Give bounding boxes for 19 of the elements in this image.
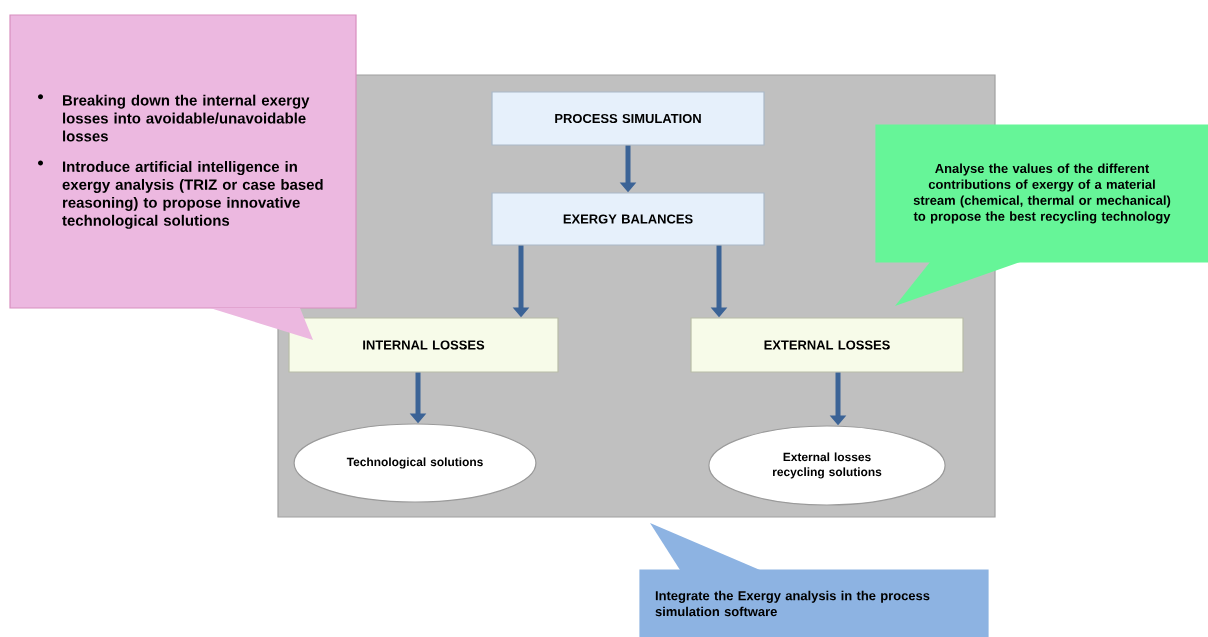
node-text: External losses recycling solutions: [773, 452, 882, 479]
bullet-text: Introduce artificial intelligence in exergy analysis (TRIZ or case based reasoning) to propose innovative technological solutions: [62, 161, 323, 229]
bullet-text: Breaking down the internal exergy losses into avoidable/unavoidable losses: [63, 94, 310, 142]
node-text: Technological solutions: [346, 457, 483, 469]
callout-box: [9, 14, 357, 340]
node-text: EXTERNAL LOSSES: [764, 340, 890, 350]
result-ellipse: [708, 425, 946, 506]
node-text: Integrate the Exergy analysis in the process simulation software: [655, 590, 930, 617]
process-box: [288, 317, 559, 373]
node-text: INTERNAL LOSSES: [363, 340, 485, 350]
process-box: [690, 317, 964, 373]
node-text: Analyse the values of the different contributions of exergy of a material stream (chemical, thermal or mechanical) to propose the best recycling technology: [913, 163, 1171, 224]
process-box: [491, 192, 765, 246]
node-text: EXERGY BALANCES: [563, 214, 693, 224]
callout-box: [639, 523, 989, 637]
result-ellipse: [293, 423, 537, 503]
process-box: [491, 91, 765, 146]
node-text: PROCESS SIMULATION: [555, 113, 701, 124]
callout-box: [875, 124, 1208, 306]
